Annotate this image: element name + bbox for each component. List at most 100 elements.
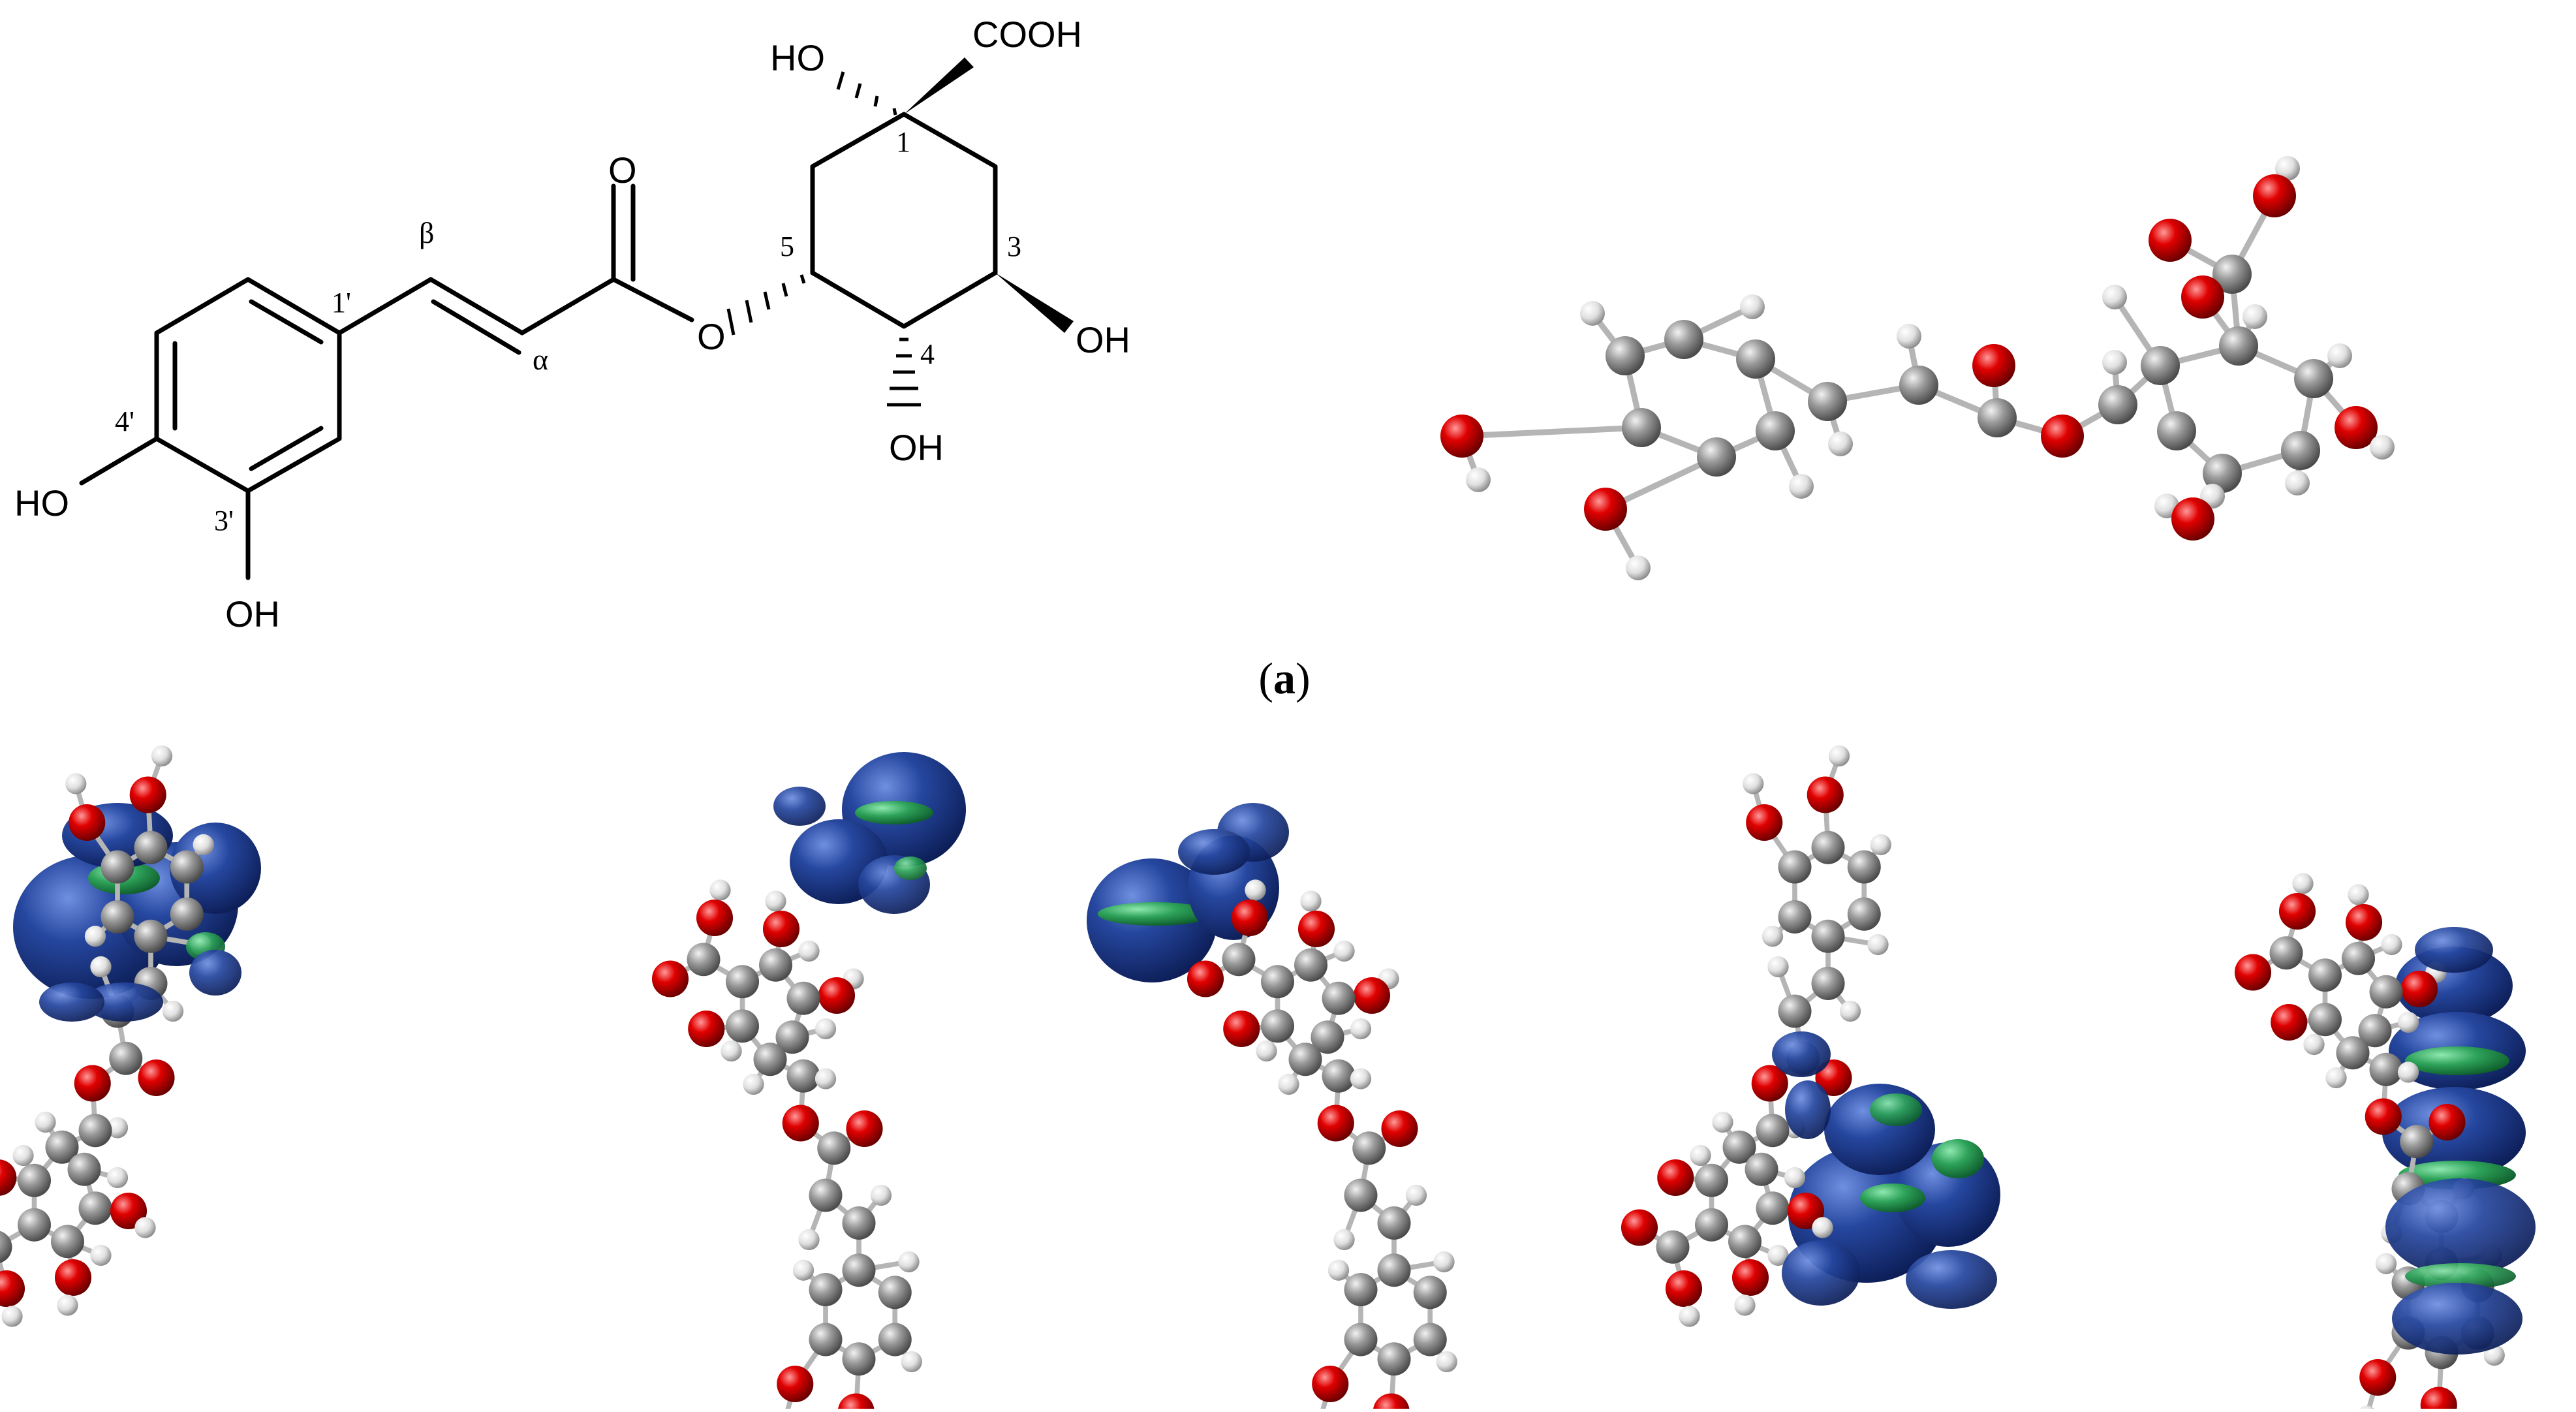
carbon-atom — [1261, 1009, 1294, 1043]
hydrogen-atom — [1867, 933, 1889, 956]
carbon-atom — [67, 1152, 101, 1186]
hydrogen-atom — [2327, 343, 2352, 368]
molecule-model — [0, 745, 214, 1327]
oxygen-atom — [846, 1110, 883, 1148]
oxygen-atom — [129, 776, 166, 813]
carbon-atom — [809, 1323, 843, 1357]
hydrogen-atom — [1, 1306, 23, 1327]
label-ester-o: O — [697, 316, 726, 357]
hydrogen-atom — [2370, 435, 2395, 460]
carbon-atom — [2342, 941, 2375, 975]
bond — [1459, 424, 1645, 439]
oxygen-atom — [1223, 1010, 1260, 1048]
hydrogen-atom — [57, 1294, 78, 1316]
carbon-atom — [1311, 1020, 1344, 1054]
molecule-model — [1440, 156, 2395, 580]
oxygen-atom — [1621, 1209, 1658, 1246]
carbon-atom — [1778, 900, 1812, 933]
carbon-atom — [1322, 981, 1356, 1015]
oxygen-atom — [2400, 970, 2438, 1008]
orbital-panels — [0, 745, 2536, 1412]
label-oh-bottom: OH — [225, 593, 280, 635]
oxygen-atom — [777, 1365, 814, 1403]
carbon-atom — [2098, 385, 2137, 424]
label-num-1p: 1' — [332, 287, 351, 319]
carbon-atom — [1344, 1323, 1378, 1357]
orbital-panel-4 — [1621, 745, 2000, 1327]
hydrogen-atom — [12, 1144, 34, 1167]
hydrogen-atom — [1466, 467, 1491, 492]
orbital-lobes-front — [39, 932, 241, 1022]
carbon-atom — [1811, 830, 1845, 864]
carbon-atom — [18, 1208, 51, 1242]
carbon-atom — [2369, 1052, 2403, 1086]
orbital-panel-5 — [2234, 873, 2536, 1412]
oxygen-atom — [1972, 344, 2015, 387]
hydrogen-atom — [815, 1018, 837, 1040]
oxygen-atom — [837, 1393, 875, 1412]
carbon-atom — [726, 965, 759, 999]
oxygen-atom — [1665, 1270, 1703, 1308]
carbon-atom — [775, 1020, 809, 1054]
orbital-lobe-blue — [170, 823, 261, 914]
hydrogen-atom — [65, 773, 87, 794]
oxygen-atom — [2278, 892, 2316, 930]
caption-a: (a) — [1258, 653, 1310, 703]
carbon-atom — [51, 1225, 84, 1259]
oxygen-atom — [651, 960, 689, 997]
oxygen-atom — [2335, 406, 2378, 449]
carbon-atom — [842, 1206, 876, 1240]
oxygen-atom — [2429, 1103, 2466, 1141]
orbital-lobe-green — [2405, 1046, 2509, 1075]
carbon-atom — [2294, 359, 2333, 398]
hydrogen-atom — [743, 1073, 764, 1095]
carbon-atom — [1899, 366, 1938, 405]
carbon-atom — [1756, 411, 1795, 450]
orbital-lobe-green — [1098, 902, 1213, 926]
carbon-atom — [786, 981, 820, 1015]
hydrogen-atom — [1740, 294, 1765, 319]
hydrogen-atom — [84, 926, 106, 947]
oxygen-atom — [1187, 960, 1224, 997]
oxygen-atom — [2271, 1003, 2308, 1041]
label-num-3p: 3' — [214, 505, 234, 537]
carbon-atom — [2141, 346, 2180, 385]
hydrogen-atom — [1743, 773, 1764, 794]
hydrogen-atom — [1405, 1184, 1427, 1206]
hydrogen-atom — [1436, 1351, 1457, 1373]
orbital-lobes-front — [1772, 1031, 1997, 1309]
carbon-atom — [101, 850, 134, 884]
hydrogen-atom — [798, 1229, 820, 1251]
carbon-atom — [1847, 897, 1881, 931]
hydrogen-atom — [1300, 890, 1322, 912]
orbital-lobe-blue — [1178, 829, 1250, 875]
hydrogen-atom — [1433, 1251, 1455, 1273]
carbon-atom — [2157, 411, 2196, 450]
orbital-lobe-blue — [2385, 1178, 2536, 1276]
hydrogen-atom — [2397, 1011, 2419, 1033]
carbon-atom — [842, 1342, 876, 1376]
carbon-atom — [1778, 994, 1812, 1028]
label-num-1: 1 — [896, 126, 910, 158]
oxygen-atom — [110, 1192, 147, 1230]
orbital-lobe-green — [1860, 1184, 1925, 1212]
hydrogen-atom — [1333, 940, 1355, 962]
orbital-lobe-blue — [1772, 1031, 1831, 1077]
oxygen-atom — [1312, 1365, 1349, 1403]
hydrogen-atom — [2102, 285, 2127, 309]
carbon-atom — [809, 1273, 843, 1306]
hydrogen-atom — [2102, 350, 2127, 375]
hydrogen-atom — [1278, 1073, 1299, 1095]
carbon-atom — [1261, 965, 1294, 999]
hydrogen-atom — [2381, 933, 2402, 956]
oxygen-atom — [2234, 954, 2272, 991]
hydrogen-atom — [792, 1259, 815, 1281]
hydrogen-atom — [2275, 156, 2300, 181]
molecule-model — [651, 879, 922, 1412]
carbon-atom — [18, 1163, 51, 1197]
hydrogen-atom — [106, 1167, 129, 1189]
oxygen-atom — [74, 1065, 111, 1102]
caption-open-paren: ( — [1258, 653, 1273, 703]
oxygen-atom — [2041, 415, 2084, 458]
